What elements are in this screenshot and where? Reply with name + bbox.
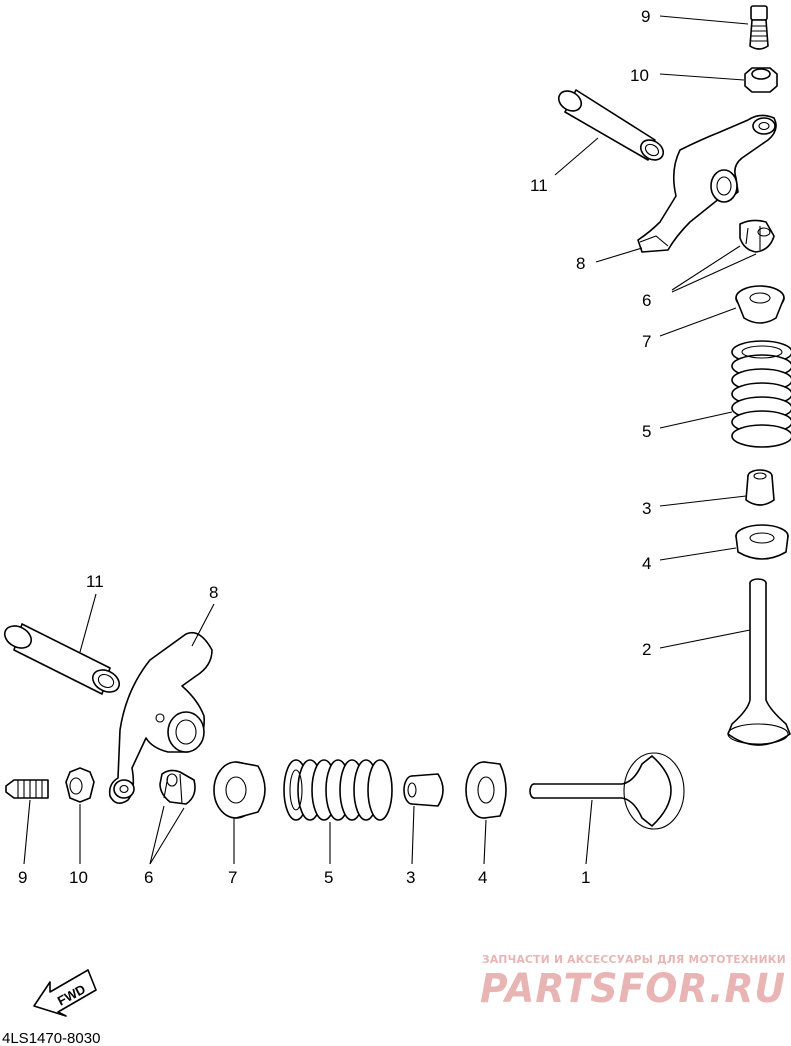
callout-9: 9 — [18, 868, 27, 887]
rocker-shaft-right — [557, 89, 665, 161]
stem-seal-left — [403, 773, 444, 807]
fwd-arrow-icon: FWD — [33, 969, 97, 1017]
callout-8: 8 — [576, 254, 585, 273]
valve-right — [727, 578, 791, 746]
callout-10: 10 — [69, 868, 88, 887]
callout-4: 4 — [642, 554, 651, 573]
spring-retainer-right — [735, 285, 785, 324]
diagram-code: 4LS1470-8030 — [2, 1030, 100, 1046]
lock-nut-left — [65, 767, 95, 803]
valve-cotters-left — [159, 769, 196, 805]
leader-lines — [23, 15, 757, 865]
rocker-arm-right — [637, 114, 777, 253]
callout-7: 7 — [642, 332, 651, 351]
valve-spring-left — [283, 759, 393, 821]
callout-11: 11 — [530, 176, 548, 195]
callout-4: 4 — [478, 868, 487, 887]
callout-5: 5 — [642, 422, 651, 441]
valve-spring-right — [731, 340, 791, 448]
callout-1: 1 — [581, 868, 590, 887]
watermark-brand: PARTSFOR.RU — [480, 966, 786, 1012]
rocker-shaft-left — [3, 623, 121, 695]
callout-5: 5 — [324, 868, 333, 887]
callout-8: 8 — [209, 583, 218, 602]
watermark: ЗАПЧАСТИ И АКСЕССУАРЫ ДЛЯ МОТОТЕХНИКИ PA… — [480, 953, 786, 1012]
callout-6: 6 — [642, 291, 651, 310]
watermark-tagline: ЗАПЧАСТИ И АКСЕССУАРЫ ДЛЯ МОТОТЕХНИКИ — [482, 953, 786, 966]
adjusting-screw-left — [5, 779, 49, 799]
callouts-right: 9 10 11 8 6 7 5 3 4 2 — [530, 7, 651, 659]
callout-11: 11 — [86, 572, 104, 591]
callout-10: 10 — [630, 66, 649, 85]
valve-cotters-right — [739, 219, 775, 253]
callout-9: 9 — [641, 7, 650, 26]
spring-seat-right — [735, 524, 789, 560]
callouts-left: 11 8 9 10 6 7 5 3 4 1 — [18, 572, 590, 887]
callout-2: 2 — [642, 640, 651, 659]
spring-retainer-left — [213, 761, 266, 819]
valve-left — [529, 752, 685, 830]
adjusting-screw-right — [749, 5, 769, 50]
spring-seat-left — [465, 761, 507, 819]
lock-nut-right — [744, 67, 778, 93]
callout-3: 3 — [406, 868, 415, 887]
rocker-arm-left — [108, 631, 213, 804]
callout-3: 3 — [642, 499, 651, 518]
callout-7: 7 — [228, 868, 237, 887]
stem-seal-right — [745, 469, 775, 506]
callout-6: 6 — [144, 868, 153, 887]
